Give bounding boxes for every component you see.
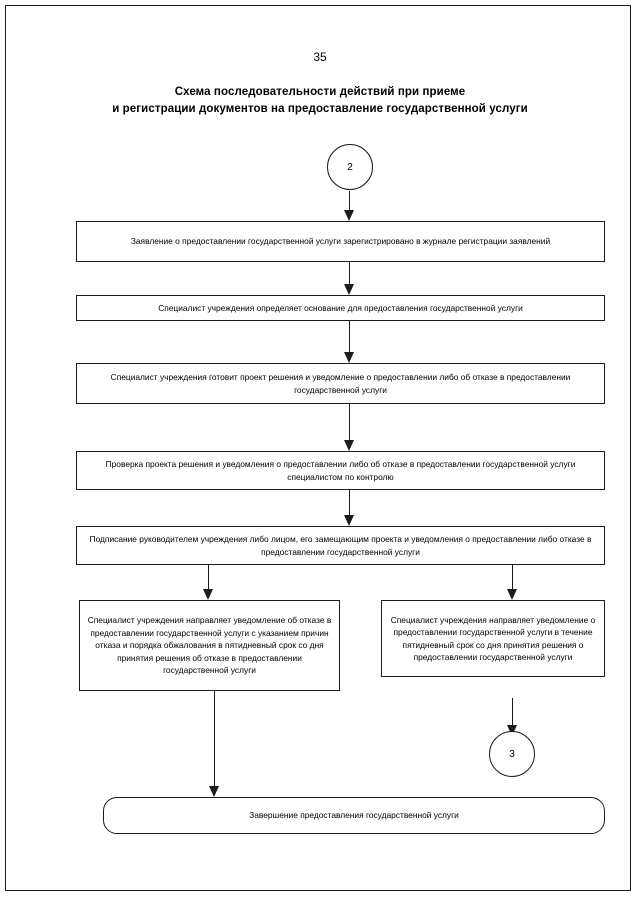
- connector-circle-2: 2: [327, 144, 373, 190]
- arrow-control-check-to-signing: [344, 490, 355, 526]
- node-prepare-draft: Специалист учреждения готовит проект реш…: [76, 363, 605, 404]
- node-determine-basis-text: Специалист учреждения определяет основан…: [158, 302, 523, 313]
- page-border-frame: [5, 5, 631, 891]
- connector-circle-3-label: 3: [509, 748, 515, 760]
- arrow-refusal-notice-to-completion: [209, 691, 220, 797]
- node-registered: Заявление о предоставлении государственн…: [76, 221, 605, 262]
- node-refusal-notice: Специалист учреждения направляет уведомл…: [79, 600, 340, 691]
- title-line-1: Схема последовательности действий при пр…: [174, 86, 466, 98]
- arrow-determine-basis-to-prepare-draft: [344, 321, 355, 363]
- arrow-registered-to-determine-basis: [344, 262, 355, 295]
- node-prepare-draft-text: Специалист учреждения готовит проект реш…: [110, 372, 571, 395]
- arrow-connector2-to-registered: [344, 191, 355, 221]
- page-title: Схема последовательности действий при пр…: [60, 84, 580, 118]
- node-completion: Завершение предоставления государственно…: [103, 797, 605, 834]
- title-line-2: и регистрации документов на предоставлен…: [112, 103, 528, 115]
- node-control-check-text: Проверка проекта решения и уведомления о…: [105, 459, 576, 482]
- node-grant-notice-text: Специалист учреждения направляет уведомл…: [390, 614, 596, 662]
- arrow-signing-to-grant-notice: [507, 565, 518, 600]
- node-signing-text: Подписание руководителем учреждения либо…: [89, 534, 592, 557]
- node-registered-text: Заявление о предоставлении государственн…: [130, 236, 551, 247]
- node-signing: Подписание руководителем учреждения либо…: [76, 526, 605, 565]
- node-grant-notice: Специалист учреждения направляет уведомл…: [381, 600, 605, 677]
- node-completion-text: Завершение предоставления государственно…: [249, 810, 459, 821]
- arrow-prepare-draft-to-control-check: [344, 404, 355, 451]
- node-determine-basis: Специалист учреждения определяет основан…: [76, 295, 605, 321]
- connector-circle-3: 3: [489, 731, 535, 777]
- node-refusal-notice-text: Специалист учреждения направляет уведомл…: [87, 615, 332, 676]
- page-number: 35: [313, 50, 327, 64]
- arrow-grant-notice-to-connector3: [507, 698, 518, 736]
- arrow-signing-to-refusal-notice: [203, 565, 214, 600]
- connector-circle-2-label: 2: [347, 161, 353, 173]
- node-control-check: Проверка проекта решения и уведомления о…: [76, 451, 605, 490]
